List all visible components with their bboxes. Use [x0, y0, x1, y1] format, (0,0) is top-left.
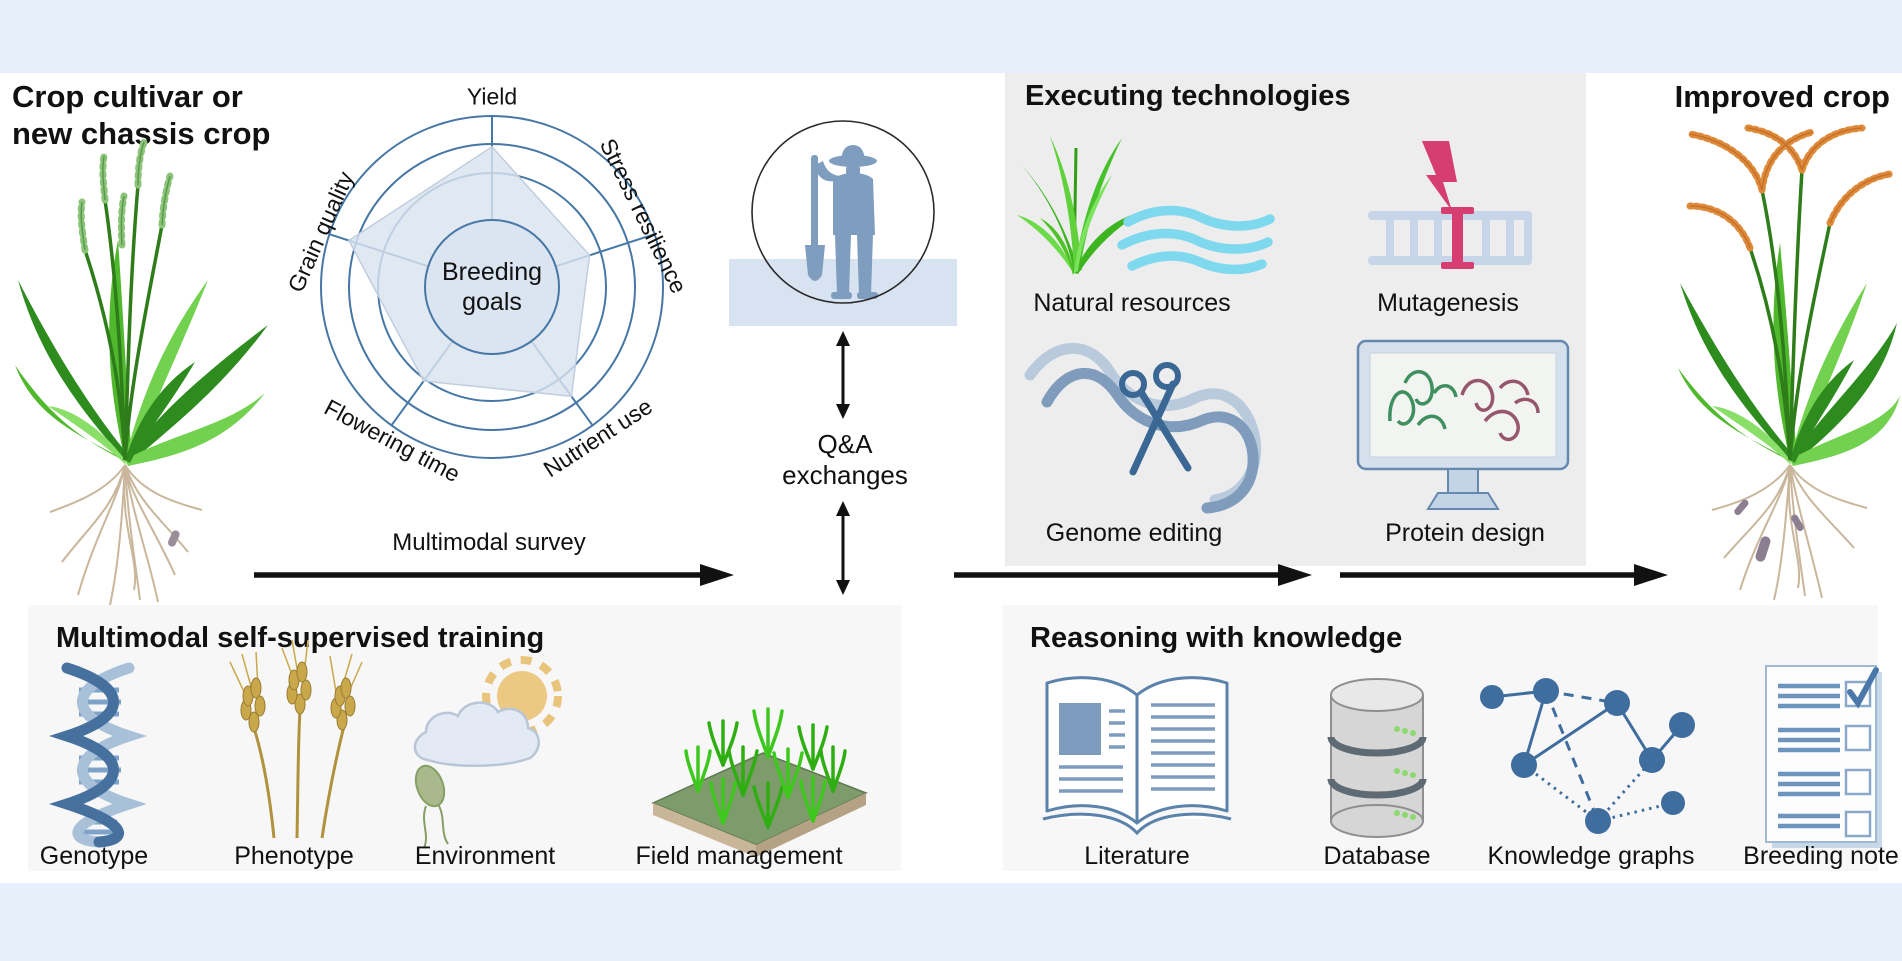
graph-nodes — [1480, 678, 1695, 834]
survey-label: Multimodal survey — [392, 529, 586, 556]
root-microbes — [1734, 499, 1804, 562]
plant-stems — [83, 184, 164, 461]
breeder-circle-outline — [751, 120, 935, 304]
literature-book-icon — [1042, 676, 1232, 836]
dna-strand-light — [72, 662, 147, 848]
crop-input-title: Crop cultivar or new chassis crop — [12, 78, 270, 152]
wheat-heads — [240, 661, 356, 733]
protein-design-icon — [1356, 339, 1570, 510]
note-lines — [1778, 683, 1840, 829]
book-text-lines — [1059, 703, 1215, 793]
breeding-note-icon — [1765, 665, 1882, 848]
qa-label-line2: exchanges — [782, 460, 908, 490]
mutagenesis-icon — [1368, 141, 1532, 269]
improved-stems — [1748, 169, 1832, 461]
flow-arrow-executing — [954, 564, 1312, 586]
plant-roots — [49, 464, 203, 606]
grass-icon — [1017, 136, 1142, 275]
improved-crop-illustration — [1678, 124, 1900, 601]
scissors-icon — [1119, 362, 1192, 476]
checkmark-icon — [1847, 667, 1879, 709]
breeder-icon — [729, 120, 957, 326]
crop-plant-illustration — [15, 138, 268, 606]
radar-center-circle — [424, 219, 560, 355]
dna-ribbon — [1024, 342, 1262, 514]
db-body — [1330, 694, 1424, 822]
db-bottom — [1330, 804, 1424, 838]
improved-panicles — [1686, 124, 1894, 252]
improved-crop-title: Improved crop — [1674, 79, 1890, 114]
field-ground-side-left — [653, 803, 756, 857]
executing-title: Executing technologies — [1025, 80, 1351, 112]
flow-arrow-improved — [1340, 564, 1668, 586]
breeding-goals-radar-chart — [320, 115, 664, 459]
radar-center-line2: goals — [462, 288, 522, 316]
qa-arrow-bottom — [836, 501, 850, 595]
db-band-1 — [1327, 736, 1427, 757]
microbe-icon — [414, 764, 449, 849]
db-leds — [1394, 726, 1416, 820]
protein-maroon — [1460, 378, 1540, 442]
db-top — [1330, 678, 1424, 712]
field-ground-side-right — [756, 793, 866, 857]
radar-axis-label-yield: Yield — [466, 83, 518, 110]
lightning-icon — [1422, 141, 1457, 211]
mutated-rung — [1441, 207, 1474, 269]
wheat-stems — [252, 709, 346, 839]
monitor-base — [1426, 492, 1500, 510]
sun-rays — [482, 656, 562, 736]
training-item-environment: Environment — [414, 842, 556, 870]
executing-item-natural-resources: Natural resources — [1033, 289, 1231, 317]
dna-ladder — [1368, 211, 1532, 265]
executing-technologies-panel — [1005, 73, 1586, 566]
flow-arrow-survey — [254, 564, 734, 586]
training-item-phenotype: Phenotype — [234, 842, 354, 870]
field-crops — [684, 707, 847, 829]
waves-icon — [1117, 205, 1275, 275]
book-right-page — [1135, 676, 1229, 825]
monitor-screen — [1369, 352, 1557, 458]
farmer-silhouette — [805, 145, 878, 299]
radar-center-label: Breeding goals — [442, 257, 542, 317]
reasoning-item-database: Database — [1323, 842, 1431, 870]
monitor-neck — [1447, 468, 1479, 494]
improved-roots — [1711, 464, 1868, 601]
cloud-icon — [413, 701, 540, 768]
training-title: Multimodal self-supervised training — [56, 622, 545, 654]
environment-icon — [413, 656, 562, 849]
genotype-dna-icon — [49, 662, 147, 848]
knowledge-graph-icon — [1480, 678, 1695, 834]
training-item-genotype: Genotype — [39, 842, 149, 870]
protein-green — [1388, 370, 1458, 430]
reasoning-item-literature: Literature — [1084, 842, 1190, 870]
executing-item-genome-editing: Genome editing — [1045, 519, 1223, 547]
database-icon — [1327, 678, 1427, 838]
crop-input-title-line1: Crop cultivar or — [12, 79, 243, 114]
genome-editing-icon — [1024, 342, 1262, 514]
qa-label-line1: Q&A — [817, 429, 873, 459]
reasoning-item-breeding-note: Breeding note — [1743, 842, 1899, 870]
executing-item-mutagenesis: Mutagenesis — [1377, 289, 1519, 317]
training-item-field-management: Field management — [635, 842, 843, 870]
qa-arrow-top — [836, 331, 850, 419]
book-image-placeholder — [1059, 703, 1101, 755]
phenotype-wheat-icon — [229, 639, 363, 839]
radar-center-line1: Breeding — [441, 258, 543, 286]
executing-item-protein-design: Protein design — [1385, 519, 1545, 547]
reasoning-title: Reasoning with knowledge — [1030, 622, 1403, 654]
dna-strand-dark — [49, 662, 124, 848]
plant-panicles — [77, 138, 174, 254]
field-management-icon — [651, 707, 868, 857]
plant-leaves — [15, 240, 268, 466]
root-microbe — [167, 530, 180, 547]
db-band-2 — [1327, 778, 1427, 799]
reasoning-item-knowledge-graphs: Knowledge graphs — [1487, 842, 1695, 870]
